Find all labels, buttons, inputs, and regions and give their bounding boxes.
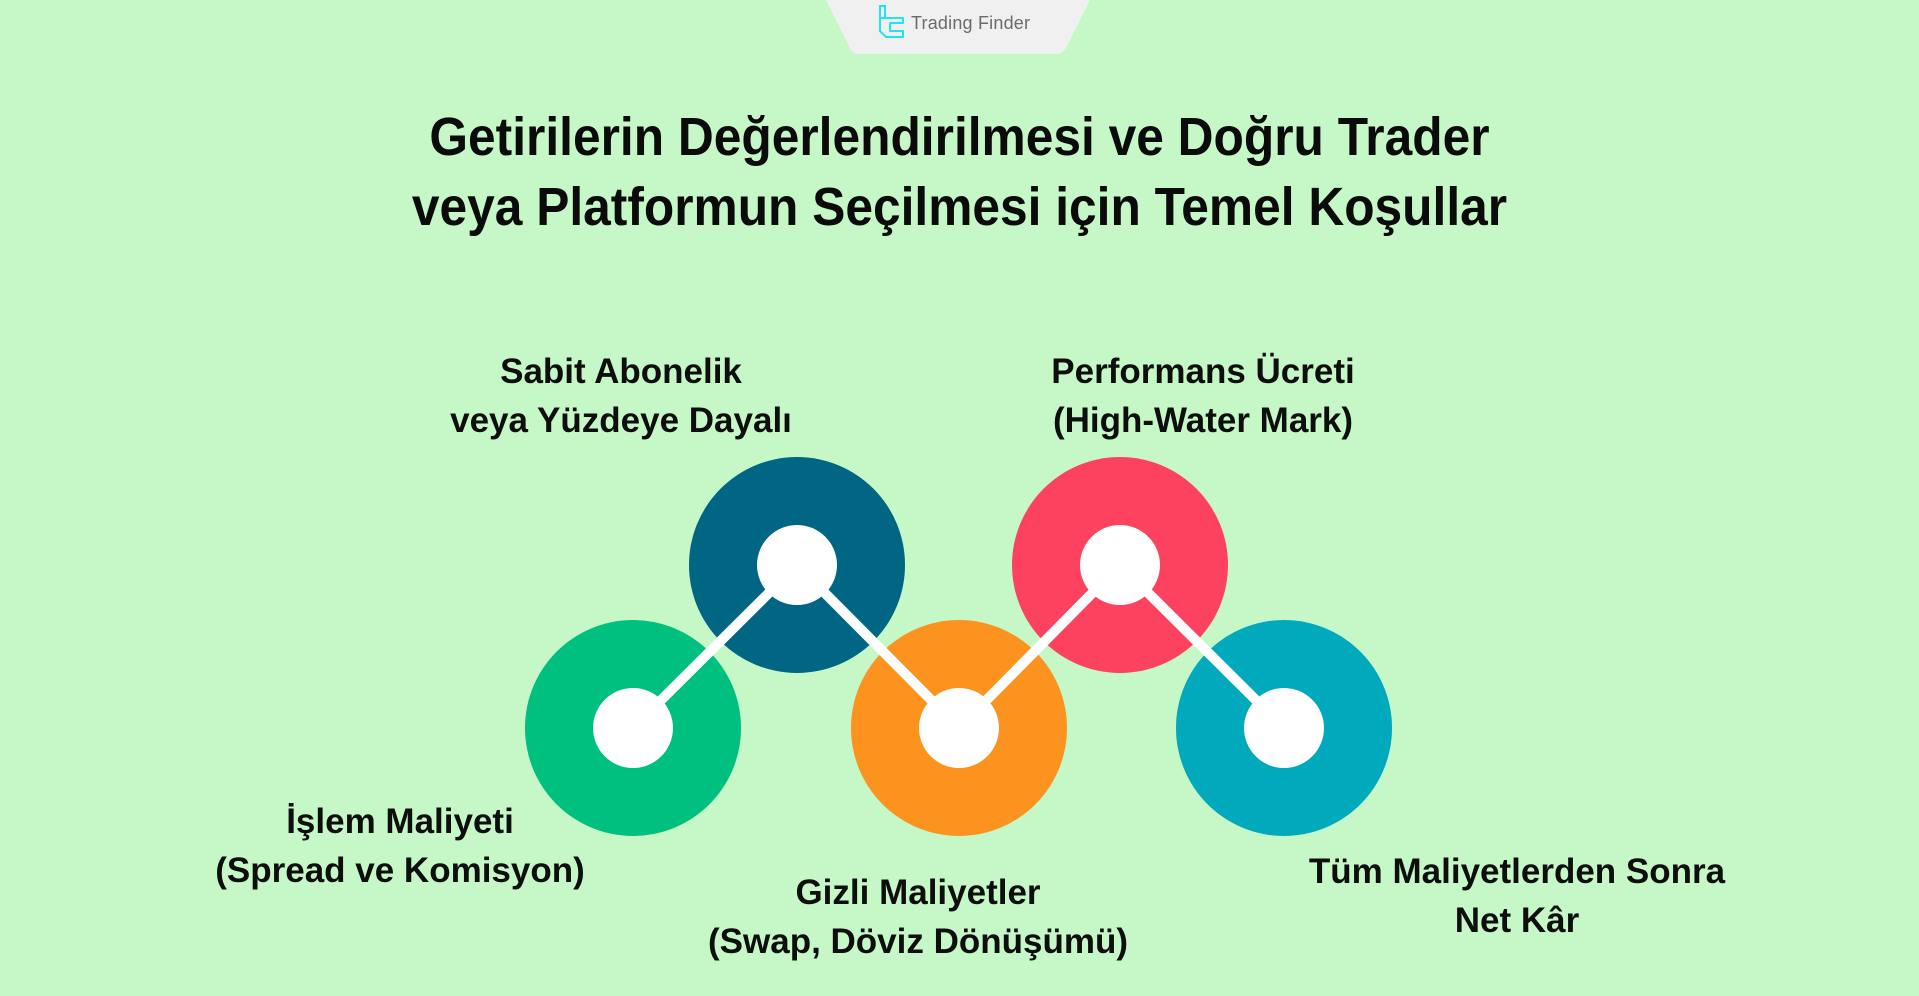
node-circles bbox=[525, 457, 1392, 836]
label-line: Sabit Abonelik bbox=[500, 352, 742, 391]
label-net-kar: Tüm Maliyetlerden Sonra Net Kâr bbox=[1309, 847, 1725, 945]
node-dot-net-kar bbox=[1244, 688, 1324, 768]
title-line-1: Getirilerin Değerlendirilmesi ve Doğru T… bbox=[429, 107, 1490, 167]
label-line: Performans Ücreti bbox=[1051, 352, 1355, 391]
page-title: Getirilerin Değerlendirilmesi ve Doğru T… bbox=[77, 102, 1842, 242]
label-performans-ucreti: Performans Ücreti (High-Water Mark) bbox=[1051, 347, 1354, 445]
node-centers bbox=[593, 525, 1324, 768]
label-line: (Spread ve Komisyon) bbox=[215, 851, 585, 890]
brand-logo-tab bbox=[826, 0, 1090, 54]
label-line: veya Yüzdeye Dayalı bbox=[450, 401, 792, 440]
label-line: (High-Water Mark) bbox=[1052, 401, 1354, 440]
brand-name: Trading Finder bbox=[911, 13, 1031, 33]
label-islem-maliyeti: İşlem Maliyeti (Spread ve Komisyon) bbox=[215, 797, 585, 895]
trading-finder-logo-icon bbox=[879, 5, 904, 38]
label-line: İşlem Maliyeti bbox=[286, 802, 514, 841]
node-dot-sabit-abonelik bbox=[757, 525, 837, 605]
label-line: Tüm Maliyetlerden Sonra bbox=[1308, 852, 1726, 891]
title-line-2: veya Platformun Seçilmesi için Temel Koş… bbox=[411, 177, 1508, 237]
node-dot-gizli-maliyetler bbox=[919, 688, 999, 768]
label-gizli-maliyetler: Gizli Maliyetler (Swap, Döviz Dönüşümü) bbox=[708, 868, 1128, 966]
label-sabit-abonelik: Sabit Abonelik veya Yüzdeye Dayalı bbox=[450, 347, 792, 445]
node-dot-performans-ucreti bbox=[1080, 525, 1160, 605]
label-line: (Swap, Döviz Dönüşümü) bbox=[708, 922, 1128, 961]
node-dot-islem-maliyeti bbox=[593, 688, 673, 768]
label-line: Net Kâr bbox=[1454, 901, 1580, 940]
label-line: Gizli Maliyetler bbox=[795, 873, 1041, 912]
logo-tab-shape bbox=[826, 0, 1090, 54]
